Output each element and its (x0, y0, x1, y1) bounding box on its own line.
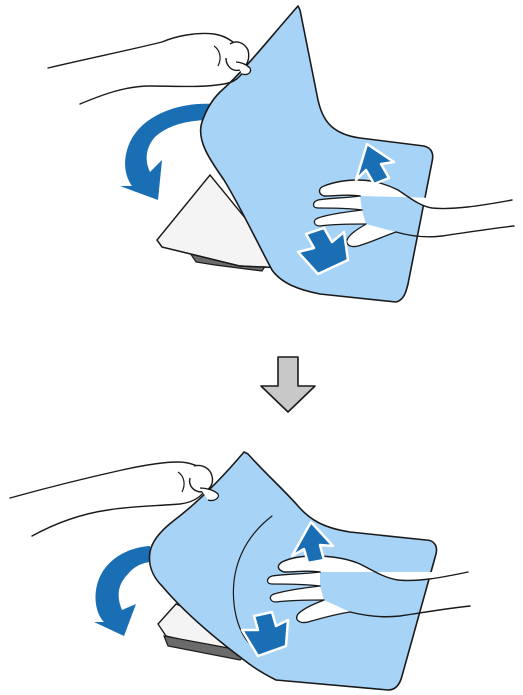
curved-rotate-arrow-icon (120, 104, 212, 200)
transition-down-arrow-icon (261, 357, 315, 412)
top-panel (48, 6, 514, 302)
curved-rotate-arrow-icon (94, 546, 152, 636)
bottom-panel (10, 452, 470, 690)
